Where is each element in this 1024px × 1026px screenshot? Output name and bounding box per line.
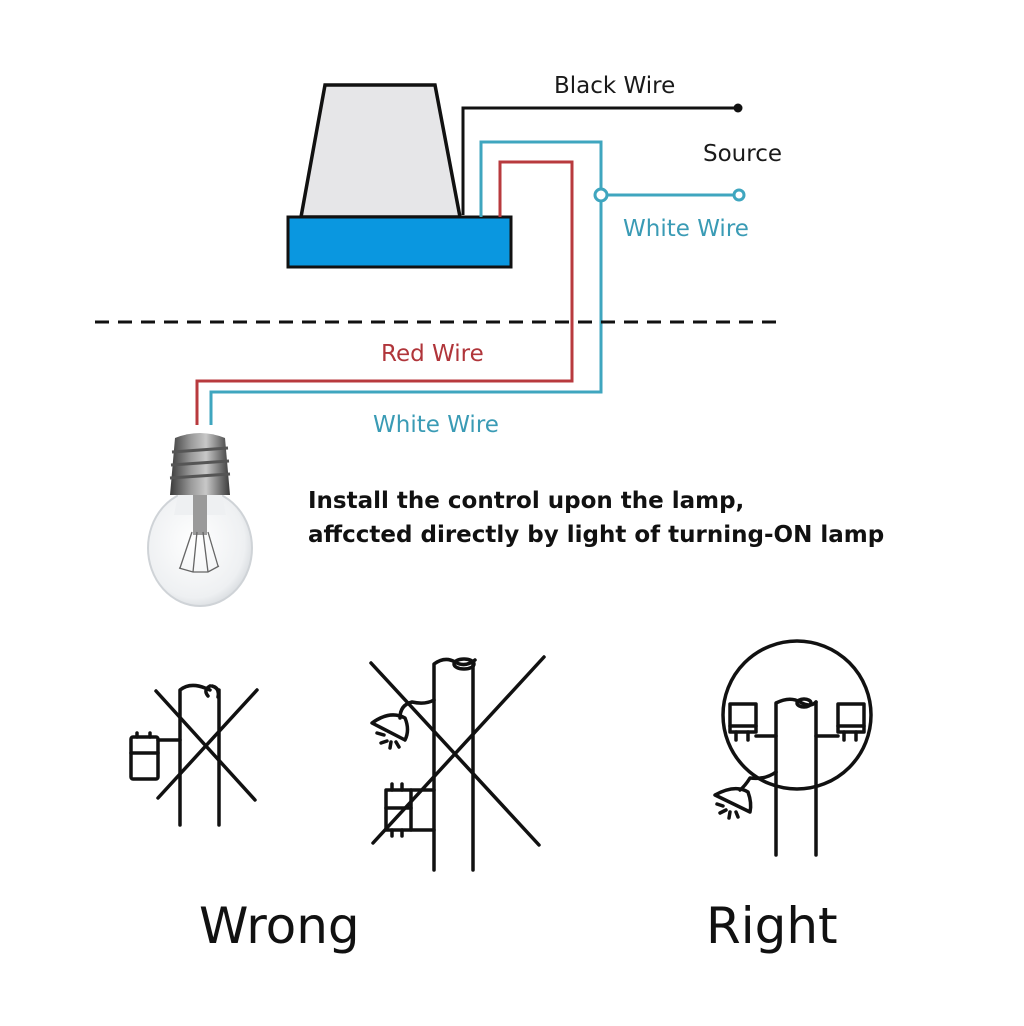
installation-note-line-1: Install the control upon the lamp, <box>308 488 744 514</box>
wrong-example-sensor-below-lamp <box>369 655 546 872</box>
white-wire-lamp-label: White Wire <box>373 412 499 438</box>
black-wire-label: Black Wire <box>554 73 675 99</box>
right-label: Right <box>706 897 838 955</box>
sensor-base <box>286 215 513 269</box>
sensor-dome <box>298 83 463 219</box>
wrong-example-sensor-side-mounted <box>129 683 259 827</box>
black-wire-terminal <box>733 103 743 113</box>
light-bulb-icon <box>147 433 253 607</box>
white-wire-sensor <box>209 140 603 425</box>
red-wire-label: Red Wire <box>381 341 484 367</box>
right-example-sensor-above-lamp <box>713 639 873 857</box>
source-label: Source <box>703 141 782 167</box>
white-wire-junction <box>593 187 609 203</box>
white-wire-terminal <box>732 188 746 202</box>
photocell-sensor <box>286 83 513 269</box>
red-wire <box>195 160 574 425</box>
installation-note-line-2: affccted directly by light of turning-ON… <box>308 522 884 548</box>
wrong-label: Wrong <box>199 897 360 955</box>
black-wire <box>461 106 738 215</box>
white-wire-source-label: White Wire <box>623 216 749 242</box>
